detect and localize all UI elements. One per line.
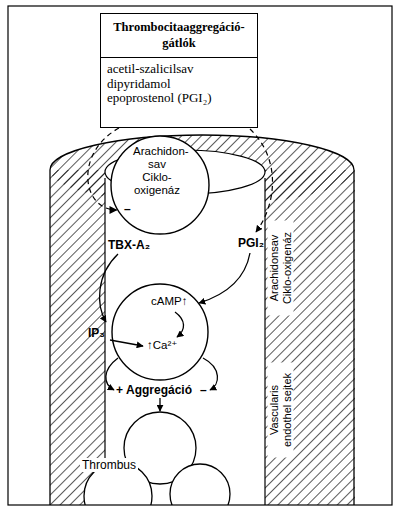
mediator-label: TBX-A₂ — [108, 238, 150, 252]
inhibition-sign: – — [124, 202, 131, 216]
effect-sign: + — [116, 383, 123, 397]
thrombus-platelet — [170, 464, 230, 505]
inhibitor-arrow — [250, 129, 273, 232]
messenger-label: cAMP↑ — [151, 295, 187, 308]
platelet-outline — [111, 136, 209, 234]
inhibitor-box: Thrombocitaaggregáció-gátlókacetil-szali… — [100, 13, 258, 128]
wall-label: Vascularis endothel sejtek — [268, 363, 294, 458]
effect-sign: – — [200, 383, 207, 397]
frame — [8, 6, 392, 505]
inhibitor-arrow — [88, 128, 119, 210]
enzyme-label: Arachidon-sav Ciklo-oxigenáz — [133, 145, 181, 197]
platelet-circle: Arachidon-sav Ciklo-oxigenáz — [110, 135, 210, 235]
platelet-outline — [112, 284, 208, 380]
messenger-label: IP₃ — [88, 326, 105, 340]
vessel-inner-wall — [104, 178, 105, 505]
mediator-label: PGI₂ — [238, 236, 264, 250]
signal-arrow — [175, 312, 184, 337]
thrombus-label: Thrombus — [80, 458, 138, 472]
drug-list: acetil-szalicilsav dipyridamol epoproste… — [101, 58, 219, 106]
signal-arrow — [199, 253, 250, 303]
ion-label: ↑Ca²⁺ — [147, 339, 177, 352]
signal-arrow — [110, 340, 143, 346]
vessel-outer-wall — [353, 170, 354, 505]
signal-arrow — [159, 398, 160, 411]
box-heading: Thrombocitaaggregáció-gátlók — [101, 14, 257, 58]
vessel-inner-wall — [264, 178, 265, 505]
signal-arrow — [100, 254, 118, 322]
vessel-outer-wall — [49, 170, 50, 505]
platelet-circle: cAMP↑ ↑Ca²⁺ — [111, 283, 209, 381]
wall-label: Arachidonsav Ciklo-oxigenáz — [268, 221, 294, 316]
process-label: Aggregáció — [126, 383, 192, 397]
